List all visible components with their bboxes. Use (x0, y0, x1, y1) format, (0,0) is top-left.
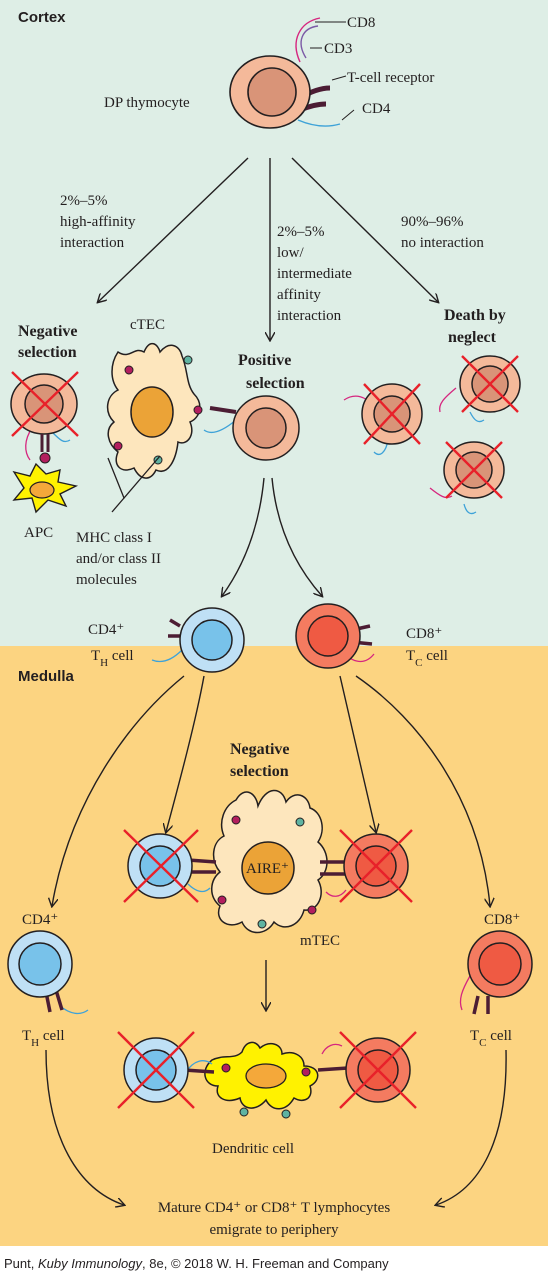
svg-text:low/: low/ (277, 245, 305, 261)
cd4-th-cell-medulla (7, 930, 89, 1015)
aire-label: AIRE⁺ (246, 861, 289, 877)
mature-label: Mature CD4⁺ or CD8⁺ T lymphocytes emigra… (158, 1200, 391, 1238)
svg-text:no interaction: no interaction (401, 235, 484, 251)
positive-title-1: Positive (238, 352, 291, 369)
medulla-label: Medulla (18, 668, 74, 685)
dp-thymocyte-label: DP thymocyte (104, 95, 190, 111)
svg-text:interaction: interaction (277, 308, 342, 324)
svg-text:high-affinity: high-affinity (60, 214, 136, 230)
arrow-cd8-to-periphery (436, 1049, 507, 1205)
branch-low-affinity-text: 2%–5% low/ intermediate affinity interac… (277, 224, 352, 324)
mid-tc-label: TC cell (406, 648, 448, 669)
svg-text:2%–5%: 2%–5% (277, 224, 325, 240)
svg-text:affinity: affinity (277, 287, 321, 303)
mtec-cell (211, 789, 328, 934)
arrow-cd8-to-mtec (339, 675, 376, 832)
medulla-cd4-label: CD4⁺ (22, 912, 58, 928)
cross-medulla-dendritic (117, 1031, 417, 1109)
medulla-th-label: TH cell (22, 1028, 65, 1049)
arrow-cd4-escape (52, 675, 185, 906)
ctec-cell (106, 342, 203, 479)
svg-text:emigrate to periphery: emigrate to periphery (209, 1222, 339, 1238)
arrow-to-death (291, 157, 438, 302)
cd3-label: CD3 (324, 41, 352, 57)
dendritic-label: Dendritic cell (212, 1141, 294, 1157)
mtec-label: mTEC (300, 933, 340, 949)
svg-text:90%–96%: 90%–96% (401, 214, 464, 230)
apc-label: APC (24, 525, 53, 541)
mid-cd8-label: CD8⁺ (406, 626, 442, 642)
cd4-label: CD4 (362, 101, 391, 117)
positive-selected-thymocyte (203, 395, 300, 461)
tcr-label: T-cell receptor (347, 70, 434, 86)
cd8-tc-cell-mid (295, 603, 375, 669)
cortex-label: Cortex (18, 9, 66, 26)
positive-title-2: selection (246, 375, 305, 392)
arrow-to-negative (98, 157, 249, 302)
svg-text:and/or class II: and/or class II (76, 551, 161, 567)
svg-text:interaction: interaction (60, 235, 125, 251)
arrow-cd4-to-mtec (166, 675, 205, 832)
ctec-label: cTEC (130, 317, 165, 333)
cross-negative-cortex (11, 371, 79, 437)
medulla-region (0, 646, 548, 1246)
cortex-negative-title-1: Negative (18, 323, 78, 340)
medulla-negative-title-1: Negative (230, 741, 290, 758)
arrow-to-cd4 (222, 477, 265, 596)
credit-line: Punt, Kuby Immunology, 8e, © 2018 W. H. … (4, 1256, 389, 1271)
apc-cell (12, 462, 79, 514)
cross-neglect (363, 355, 519, 499)
branch-no-interaction-text: 90%–96% no interaction (401, 214, 484, 251)
dendritic-cell (204, 1041, 319, 1119)
credit-band (0, 1246, 548, 1280)
cd8-tc-cell-medulla (459, 930, 533, 1015)
svg-text:molecules: molecules (76, 572, 137, 588)
cd4-th-cell-mid (151, 607, 245, 673)
svg-text:2%–5%: 2%–5% (60, 193, 108, 209)
svg-text:Mature CD4⁺ or CD8⁺ T lymphocy: Mature CD4⁺ or CD8⁺ T lymphocytes (158, 1200, 391, 1216)
branch-high-affinity-text: 2%–5% high-affinity interaction (60, 193, 136, 251)
death-title-1: Death by (444, 307, 506, 324)
cross-medulla-mtec (123, 829, 413, 903)
arrow-to-cd8 (271, 477, 322, 596)
mhc-label: MHC class I and/or class II molecules (76, 530, 161, 588)
svg-text:MHC class I: MHC class I (76, 530, 152, 546)
death-title-2: neglect (448, 329, 497, 346)
dp-thymocyte-cell (229, 17, 341, 129)
medulla-tc-label: TC cell (470, 1028, 512, 1049)
medulla-negative-title-2: selection (230, 763, 289, 780)
arrow-cd4-to-periphery (45, 1049, 124, 1205)
cd8-label: CD8 (347, 15, 375, 31)
svg-text:intermediate: intermediate (277, 266, 352, 282)
mid-th-label: TH cell (91, 648, 134, 669)
medulla-cd8-label: CD8⁺ (484, 912, 520, 928)
mid-cd4-label: CD4⁺ (88, 622, 124, 638)
arrow-cd8-escape (355, 675, 490, 906)
cortex-negative-title-2: selection (18, 344, 77, 361)
